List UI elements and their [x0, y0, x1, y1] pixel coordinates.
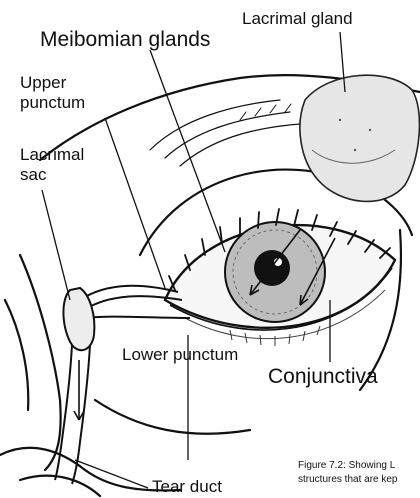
label-upper-punctum-2: punctum	[20, 93, 85, 112]
figure-caption-line2: structures that are kep	[298, 474, 398, 485]
label-meibomian-glands: Meibomian glands	[40, 28, 210, 51]
label-lower-punctum: Lower punctum	[122, 345, 238, 364]
label-upper-punctum-1: Upper	[20, 73, 67, 92]
eye	[165, 209, 395, 346]
leader-lacrimal-sac	[42, 190, 70, 300]
lacrimal-drainage	[55, 286, 190, 484]
label-tear-duct: Tear duct	[152, 477, 222, 496]
figure-caption-line1: Figure 7.2: Showing L	[298, 460, 396, 471]
label-lacrimal-gland: Lacrimal gland	[242, 9, 353, 28]
pupil	[254, 250, 290, 286]
label-lacrimal-sac-2: sac	[20, 165, 47, 184]
leader-upper-punctum	[105, 118, 165, 288]
label-lacrimal-sac-1: Lacrimal	[20, 145, 84, 164]
label-conjunctiva: Conjunctiva	[268, 365, 378, 388]
lacrimal-gland	[300, 75, 420, 201]
